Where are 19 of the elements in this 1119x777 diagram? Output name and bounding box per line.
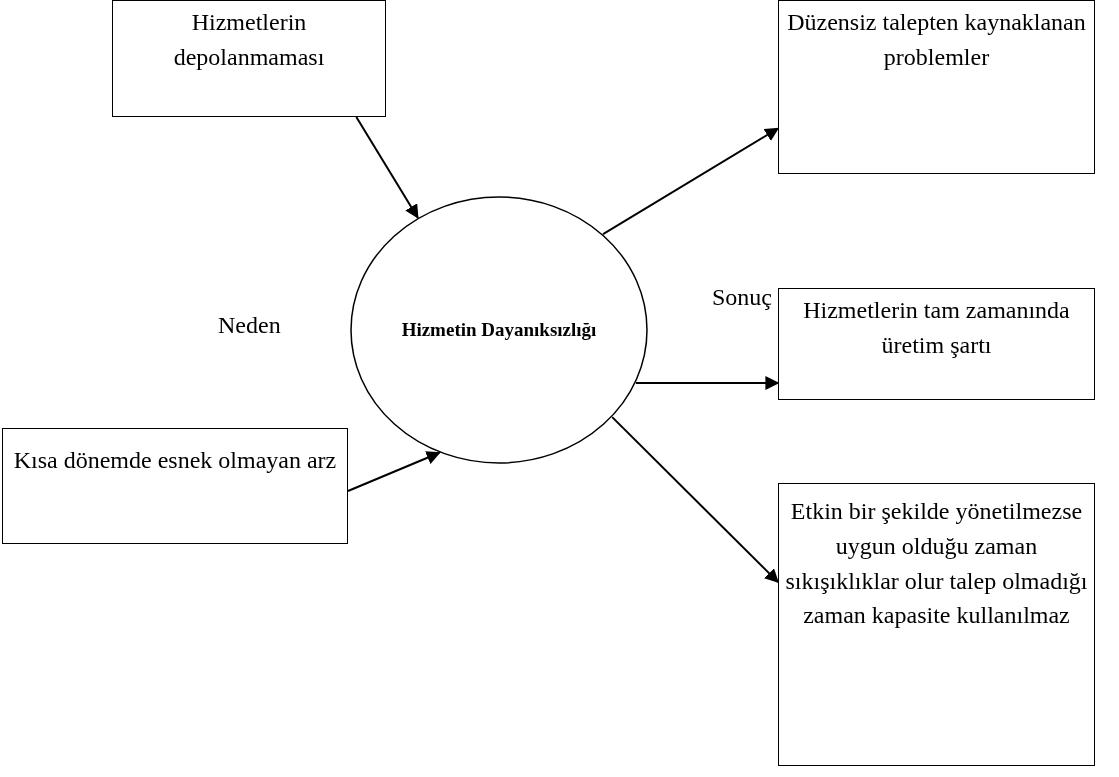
arrow xyxy=(355,116,419,219)
arrow xyxy=(602,127,780,236)
arrow xyxy=(611,416,779,584)
node-text: Hizmetlerin depolanmaması xyxy=(172,8,326,72)
node-text: Hizmetin Dayanıksızlığı xyxy=(401,318,597,343)
text-box xyxy=(778,483,1095,766)
node-text: Etkin bir şekilde yönetilmezse uygun olduğu zaman sıkışıklıklar olur talep olmadığı zaman kapasite kullanılmaz xyxy=(785,497,1088,631)
text-box xyxy=(112,0,386,117)
node-text: Düzensiz talepten kaynaklanan problemler xyxy=(786,8,1087,72)
ellipse-node xyxy=(350,196,648,464)
node-text: Hizmetlerin tam zamanında üretim şartı xyxy=(802,296,1071,360)
arrow xyxy=(634,376,780,390)
node-text: Kısa dönemde esnek olmayan arz xyxy=(13,446,337,475)
annotation-label: Sonuç xyxy=(712,284,772,311)
arrow xyxy=(347,451,441,492)
text-box xyxy=(2,428,348,544)
text-box xyxy=(778,0,1095,174)
text-box xyxy=(778,288,1095,400)
annotation-label: Neden xyxy=(218,312,281,339)
